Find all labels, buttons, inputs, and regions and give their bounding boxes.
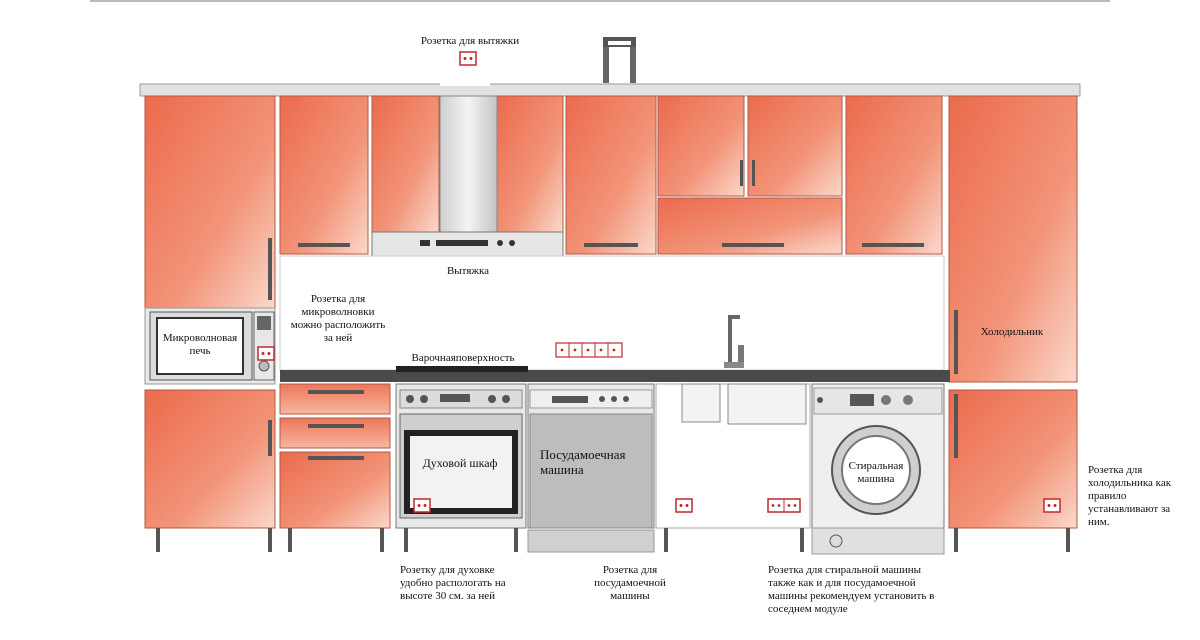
cornice-gap — [440, 80, 490, 86]
cabinet-legs — [156, 528, 1070, 552]
socket-icon — [675, 498, 693, 513]
upper-cabinets — [279, 95, 943, 255]
countertop — [280, 370, 950, 382]
hood-socket-label: Розетка для вытяжки — [420, 35, 520, 47]
socket-icon — [1043, 498, 1061, 513]
refrigerator-label: Холодильник — [980, 326, 1044, 338]
hood-label: Вытяжка — [446, 265, 490, 277]
oven-socket-label: Розетку для духовке удобно распологать н… — [400, 564, 506, 602]
drawer-unit — [279, 383, 391, 529]
microwave-label: Микроволновая печь — [162, 332, 238, 357]
double-socket-icon — [767, 498, 801, 513]
washing-machine-label: Стиральная машина — [848, 460, 904, 485]
dishwasher-socket-label: Розетка для посудамоечной машины — [594, 564, 666, 602]
oven-label: Духовой шкаф — [422, 456, 498, 470]
dishwasher-label: Посудамоечная машина — [540, 447, 626, 477]
faucet-icon — [724, 315, 744, 368]
cooktop — [396, 366, 528, 372]
vent-duct-icon — [603, 37, 636, 83]
left-tall-cabinet — [144, 95, 276, 529]
socket-strip-icon — [555, 342, 623, 358]
washer-socket-label: Розетка для стиральной машины также как … — [768, 564, 935, 615]
range-hood — [371, 95, 564, 257]
refrigerator-cabinet — [948, 95, 1078, 529]
washing-machine — [811, 383, 945, 555]
socket-icon — [257, 346, 275, 361]
cooktop-label: Варочнаяповерхность — [411, 352, 515, 364]
fridge-socket-label: Розетка для холодильника как правило уст… — [1088, 464, 1172, 528]
socket-icon — [459, 51, 477, 66]
cornice — [139, 83, 1081, 97]
dishwasher — [527, 383, 655, 553]
socket-icon — [413, 498, 431, 513]
microwave-socket-label: Розетка для микроволновки можно располож… — [290, 293, 386, 344]
